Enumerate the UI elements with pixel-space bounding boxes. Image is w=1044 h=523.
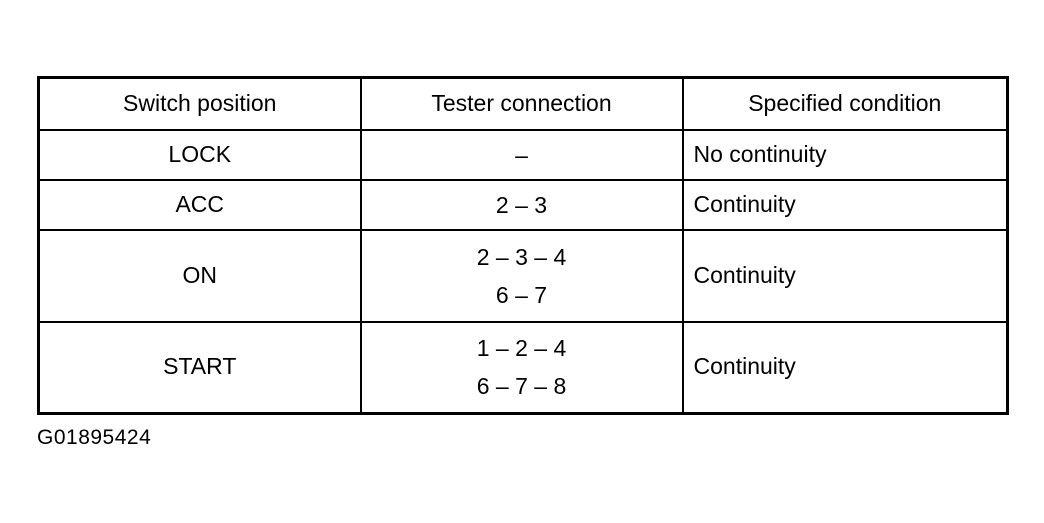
table-header-row: Switch position Tester connection Specif… — [37, 76, 1009, 131]
table-row: START 1 – 2 – 4 6 – 7 – 8 Continuity — [37, 320, 1009, 415]
switch-continuity-table: Switch position Tester connection Specif… — [37, 76, 1009, 415]
cell-switch-position: START — [37, 320, 362, 415]
connection-line: 2 – 3 – 4 — [476, 243, 567, 270]
connection-line: – — [515, 141, 528, 168]
header-tester-connection: Tester connection — [359, 76, 684, 131]
cell-specified-condition: Continuity — [681, 228, 1009, 323]
cell-tester-connection: 2 – 3 — [359, 178, 684, 231]
connection-line: 2 – 3 — [495, 191, 548, 218]
cell-switch-position: ACC — [37, 178, 362, 231]
table-row: ACC 2 – 3 Continuity — [37, 178, 1009, 231]
cell-specified-condition: No continuity — [681, 128, 1009, 181]
cell-tester-connection: 2 – 3 – 4 6 – 7 — [359, 228, 684, 323]
connection-line: 1 – 2 – 4 — [476, 335, 567, 362]
connection-line: 6 – 7 – 8 — [476, 373, 567, 400]
cell-switch-position: LOCK — [37, 128, 362, 181]
cell-switch-position: ON — [37, 228, 362, 323]
table-row: ON 2 – 3 – 4 6 – 7 Continuity — [37, 228, 1009, 323]
cell-specified-condition: Continuity — [681, 178, 1009, 231]
table-row: LOCK – No continuity — [37, 128, 1009, 181]
cell-specified-condition: Continuity — [681, 320, 1009, 415]
cell-tester-connection: – — [359, 128, 684, 181]
header-switch-position: Switch position — [37, 76, 362, 131]
figure-id: G01895424 — [37, 426, 152, 449]
header-specified-condition: Specified condition — [681, 76, 1009, 131]
connection-line: 6 – 7 — [495, 281, 548, 308]
cell-tester-connection: 1 – 2 – 4 6 – 7 – 8 — [359, 320, 684, 415]
